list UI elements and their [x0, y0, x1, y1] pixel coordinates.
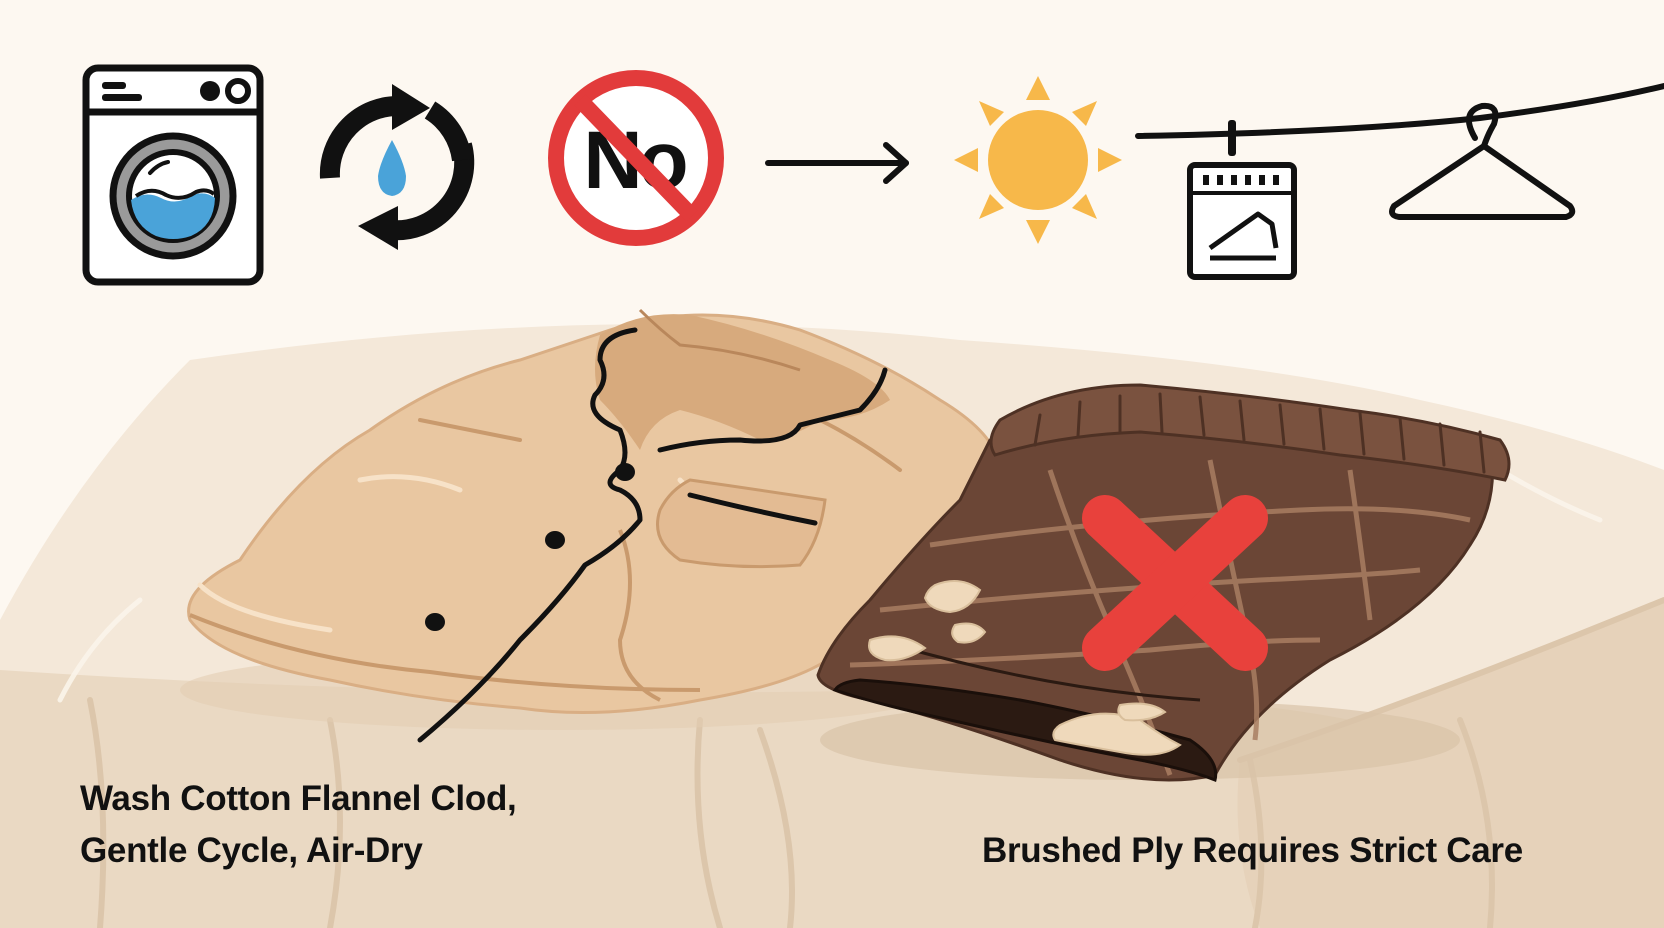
laundry-tag-icon — [1187, 120, 1297, 280]
red-x-mark-icon — [1082, 495, 1268, 671]
shirt-buttons — [425, 463, 635, 631]
no-sign-icon: No — [548, 70, 724, 246]
hanger-icon — [1389, 102, 1576, 220]
caption-left-line-1: Wash Cotton Flannel Clod, — [80, 779, 517, 818]
arrow-right-icon — [765, 142, 909, 184]
shirt-pocket — [656, 478, 827, 569]
pants-hem — [832, 678, 1218, 783]
clothesline-icon — [1135, 83, 1664, 139]
flannel-shirt-illustration — [180, 308, 1000, 743]
shirt-placket-outline — [417, 327, 643, 743]
table-corner-drape — [1237, 600, 1664, 928]
shirt-collar — [595, 314, 890, 450]
sun-icon — [954, 76, 1122, 244]
washing-machine-icon — [82, 64, 264, 286]
refresh-water-drop-icon — [319, 84, 475, 250]
caption-right-line-1: Brushed Ply Requires Strict Care — [982, 831, 1523, 870]
caption-cotton-flannel: Wash Cotton Flannel Clod, Gentle Cycle, … — [80, 773, 517, 877]
caption-left-line-2: Gentle Cycle, Air-Dry — [80, 831, 423, 870]
fabric-pilling — [868, 580, 1182, 756]
brushed-pants-illustration — [816, 383, 1511, 783]
caption-brushed-ply: Brushed Ply Requires Strict Care — [982, 825, 1523, 877]
